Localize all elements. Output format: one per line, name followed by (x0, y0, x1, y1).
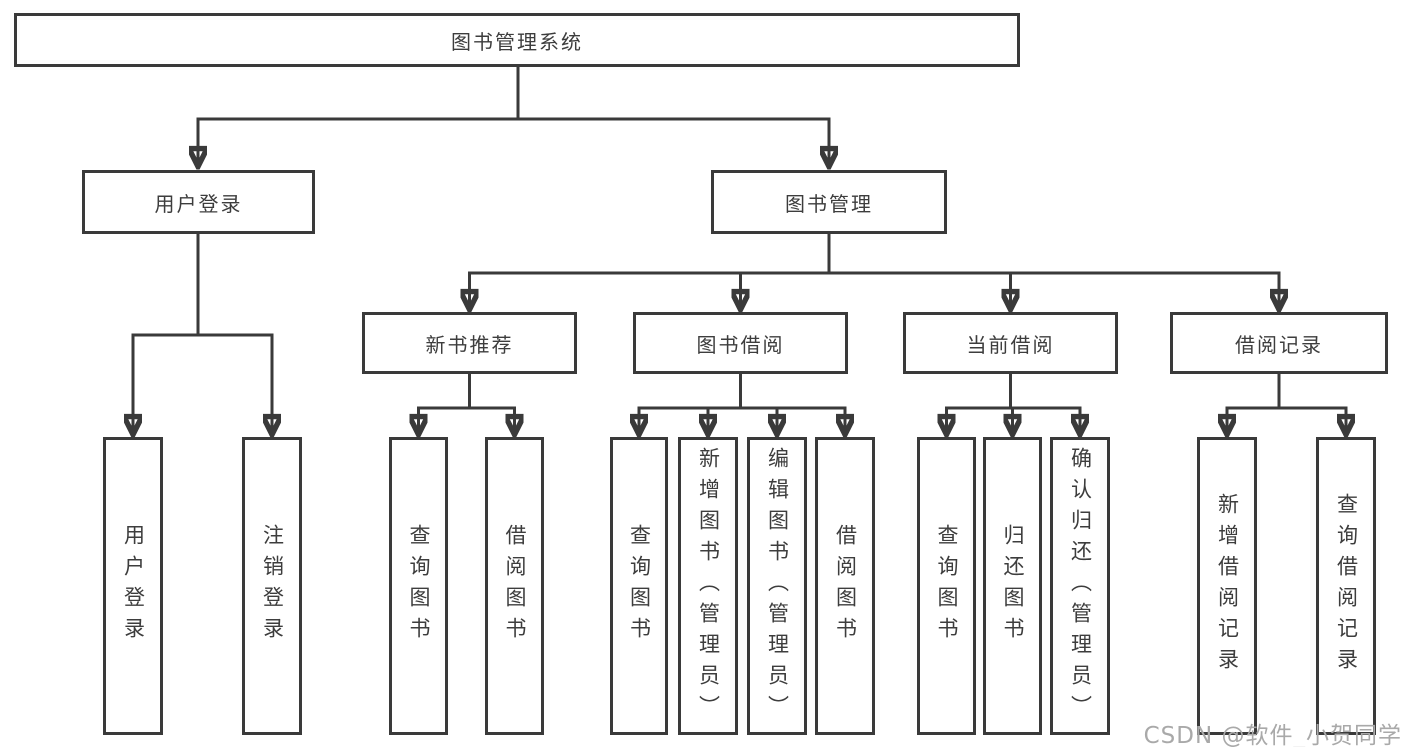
node-label: 借阅图书 (503, 524, 527, 648)
connector-book-management-spine (468, 234, 1281, 275)
node-borrowing-records: 借阅记录 (1170, 312, 1388, 374)
leaf-cb-query-books: 查询图书 (917, 437, 976, 735)
node-label: 确认归还（管理员） (1068, 446, 1093, 726)
node-label: 编辑图书（管理员） (765, 446, 790, 726)
node-root-system: 图书管理系统 (14, 13, 1020, 67)
node-label: 查询图书 (407, 524, 431, 648)
leaf-user-login: 用户登录 (103, 437, 163, 735)
connector-new-book-recommend-spine (417, 374, 516, 410)
leaf-nbr-borrow-books: 借阅图书 (485, 437, 544, 735)
node-current-borrowing: 当前借阅 (903, 312, 1118, 374)
node-label: 借阅记录 (1235, 332, 1323, 357)
connector-book-borrowing-spine (637, 374, 847, 410)
leaf-br-add-record: 新增借阅记录 (1197, 437, 1257, 735)
leaf-cb-return-books: 归还图书 (983, 437, 1042, 735)
leaf-logout: 注销登录 (242, 437, 302, 735)
leaf-nbr-query-books: 查询图书 (389, 437, 448, 735)
node-label: 查询借阅记录 (1334, 493, 1359, 679)
node-label: 查询图书 (935, 524, 959, 648)
node-book-management: 图书管理 (711, 170, 947, 234)
node-user-login: 用户登录 (82, 170, 315, 234)
leaf-cb-confirm-return-admin: 确认归还（管理员） (1050, 437, 1110, 735)
node-book-borrowing: 图书借阅 (633, 312, 848, 374)
node-label: 新增图书（管理员） (696, 446, 721, 726)
node-label: 归还图书 (1001, 524, 1025, 648)
node-label: 用户登录 (154, 191, 243, 216)
node-new-book-recommend: 新书推荐 (362, 312, 577, 374)
leaf-bb-query-books: 查询图书 (610, 437, 668, 735)
node-label: 用户登录 (121, 524, 146, 648)
leaf-bb-add-book-admin: 新增图书（管理员） (678, 437, 738, 735)
node-label: 查询图书 (627, 524, 652, 648)
connector-root-spine (196, 67, 831, 121)
node-label: 借阅图书 (833, 524, 858, 648)
connector-borrowing-records-spine (1225, 374, 1348, 410)
csdn-watermark: CSDN @软件_小贺同学 (1143, 723, 1402, 747)
node-label: 当前借阅 (966, 332, 1055, 357)
node-label: 新增借阅记录 (1215, 493, 1240, 679)
leaf-bb-borrow-books: 借阅图书 (815, 437, 875, 735)
node-label: 图书借阅 (696, 332, 785, 357)
node-label: 新书推荐 (425, 332, 514, 357)
node-label: 图书管理 (785, 191, 873, 216)
leaf-bb-edit-book-admin: 编辑图书（管理员） (747, 437, 807, 735)
connector-user-login-spine (131, 234, 274, 337)
node-label: 图书管理系统 (451, 29, 583, 54)
node-label: 注销登录 (260, 524, 285, 648)
connector-current-borrowing-spine (945, 374, 1082, 410)
leaf-br-query-record: 查询借阅记录 (1316, 437, 1376, 735)
